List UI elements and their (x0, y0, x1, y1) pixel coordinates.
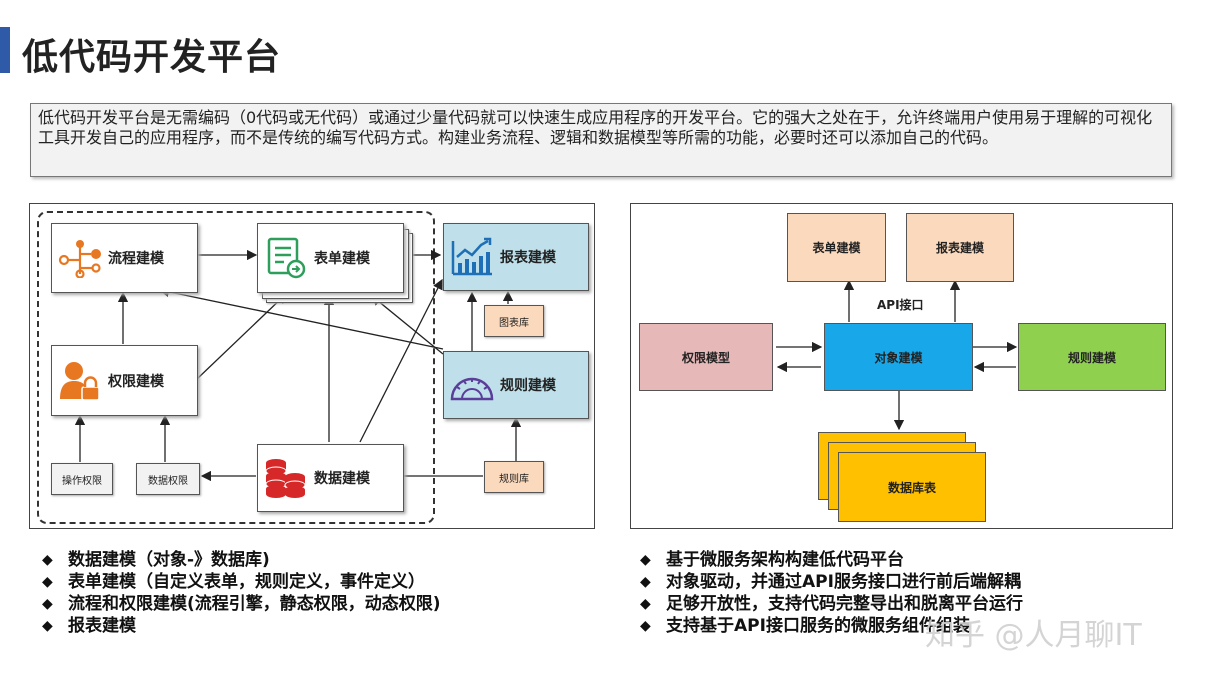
report-modeling-node[interactable]: 报表建模 (443, 223, 589, 291)
form-modeling-node[interactable]: 表单建模 (257, 223, 404, 293)
operation-permission-box[interactable]: 操作权限 (51, 463, 113, 495)
diamond-bullet-icon: ◆ (640, 618, 651, 634)
right-bullet-item: ◆支持基于API接口服务的微服务组件组装 (640, 616, 970, 636)
data-permission-box[interactable]: 数据权限 (136, 463, 200, 495)
low-code-boundary (37, 211, 435, 524)
bar-chart-icon (444, 237, 500, 277)
flow-modeling-label: 流程建模 (108, 251, 164, 267)
permission-modeling-label: 权限建模 (108, 373, 164, 390)
database-icon (258, 456, 314, 500)
diamond-bullet-icon: ◆ (640, 552, 651, 568)
right-bullet-item: ◆基于微服务架构构建低代码平台 (640, 550, 904, 570)
api-form-modeling-box[interactable]: 表单建模 (787, 213, 886, 282)
right-bullet-item: ◆对象驱动，并通过API服务接口进行前后端解耦 (640, 572, 1021, 592)
description-box: 低代码开发平台是无需编码（0代码或无代码）或通过少量代码就可以快速生成应用程序的… (30, 103, 1172, 177)
rule-modeling-label: 规则建模 (500, 378, 556, 394)
right-diagram-arrows (776, 279, 1018, 431)
api-interface-label: API接口 (877, 298, 924, 312)
diamond-bullet-icon: ◆ (640, 574, 651, 590)
permission-modeling-node[interactable]: 权限建模 (51, 345, 198, 416)
title-accent-bar (0, 27, 10, 73)
left-bullet-item: ◆报表建模 (42, 616, 136, 636)
report-modeling-label: 报表建模 (500, 250, 556, 266)
protractor-icon (444, 367, 500, 403)
flow-branch-icon (52, 238, 108, 278)
left-diagram-arrows (74, 249, 522, 482)
rule-modeling-box[interactable]: 规则建模 (1018, 323, 1166, 391)
object-modeling-box[interactable]: 对象建模 (824, 323, 973, 391)
right-bullet-list: ◆基于微服务架构构建低代码平台 ◆对象驱动，并通过API服务接口进行前后端解耦 … (640, 549, 1023, 637)
database-table-box[interactable]: 数据库表 (838, 452, 986, 522)
diamond-bullet-icon: ◆ (42, 596, 53, 612)
diamond-bullet-icon: ◆ (42, 574, 53, 590)
form-document-icon (258, 236, 314, 280)
diamond-bullet-icon: ◆ (42, 552, 53, 568)
rule-modeling-node[interactable]: 规则建模 (443, 351, 589, 419)
right-diagram-panel: 表单建模 报表建模 API接口 权限模型 对象建模 规则建模 数据库表 (630, 203, 1173, 529)
data-modeling-node[interactable]: 数据建模 (257, 444, 404, 512)
watermark: 知乎 @人月聊IT (925, 618, 1142, 653)
left-bullet-item: ◆流程和权限建模(流程引擎，静态权限，动态权限) (42, 594, 441, 614)
permission-model-box[interactable]: 权限模型 (639, 323, 773, 391)
chart-library-box[interactable]: 图表库 (484, 305, 544, 337)
left-bullet-item: ◆数据建模（对象-》数据库) (42, 550, 270, 570)
page-title: 低代码开发平台 (22, 37, 282, 78)
rule-library-box[interactable]: 规则库 (484, 461, 544, 493)
api-report-modeling-box[interactable]: 报表建模 (906, 213, 1014, 282)
left-diagram-panel: 流程建模 表单建模 (29, 203, 595, 529)
left-bullet-item: ◆表单建模（自定义表单，规则定义，事件定义） (42, 572, 425, 592)
flow-modeling-node[interactable]: 流程建模 (51, 223, 198, 293)
form-modeling-label: 表单建模 (314, 251, 370, 267)
diamond-bullet-icon: ◆ (42, 618, 53, 634)
user-lock-icon (52, 359, 108, 403)
right-bullet-item: ◆足够开放性，支持代码完整导出和脱离平台运行 (640, 594, 1023, 614)
data-modeling-label: 数据建模 (314, 471, 370, 487)
diamond-bullet-icon: ◆ (640, 596, 651, 612)
left-bullet-list: ◆数据建模（对象-》数据库) ◆表单建模（自定义表单，规则定义，事件定义） ◆流… (42, 549, 441, 637)
